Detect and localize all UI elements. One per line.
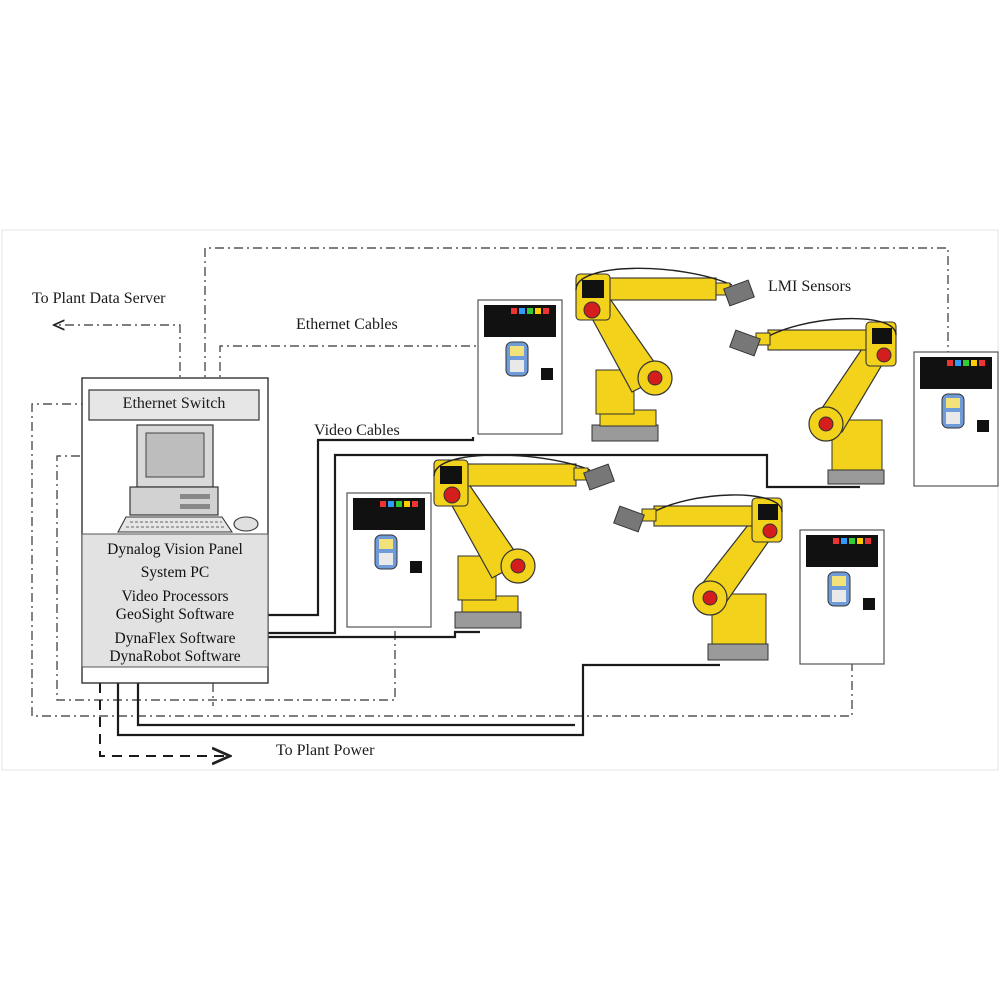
computer-icon [117, 424, 259, 533]
plant-data-server-label: To Plant Data Server [32, 290, 166, 307]
panel-line-video-processors: Video Processors [121, 588, 229, 605]
power-cable [99, 683, 228, 756]
ethernet-switch-box [88, 389, 260, 421]
lmi-sensors-label: LMI Sensors [768, 278, 852, 295]
teach-pendant-icon [941, 393, 965, 429]
video-cables-label: Video Cables [314, 422, 400, 439]
robot-arm-icon [575, 267, 755, 442]
software-list-box [81, 533, 269, 668]
robot-arm-icon [613, 494, 783, 661]
robot-arm-icon [433, 454, 615, 629]
lmi-sensor-icon [729, 329, 761, 357]
teach-pendant-icon [827, 571, 851, 607]
controller-cabinet-icon [913, 351, 999, 487]
lmi-sensor-icon [613, 505, 645, 533]
controller-cabinet-icon [346, 492, 432, 628]
controller-cabinet-icon [477, 299, 563, 435]
teach-pendant-icon [505, 341, 529, 377]
system-panel [81, 377, 269, 684]
ethernet-cables-label: Ethernet Cables [296, 316, 398, 333]
panel-line-dynaflex: DynaFlex Software [114, 630, 236, 647]
panel-line-geosight: GeoSight Software [115, 606, 235, 623]
controller-cabinet-icon [799, 529, 885, 665]
robot-arm-icon [729, 317, 897, 485]
video-cables [116, 437, 860, 737]
ethernet-cables [31, 247, 949, 717]
panel-line-dynarobot: DynaRobot Software [109, 648, 241, 665]
panel-line-system-pc: System PC [140, 564, 210, 581]
panel-line-vision-panel: Dynalog Vision Panel [107, 541, 243, 558]
teach-pendant-icon [374, 534, 398, 570]
ethernet-switch-label: Ethernet Switch [122, 395, 226, 412]
lmi-sensor-icon [723, 279, 755, 307]
plant-power-label: To Plant Power [276, 742, 375, 759]
lmi-sensor-icon [583, 463, 615, 491]
